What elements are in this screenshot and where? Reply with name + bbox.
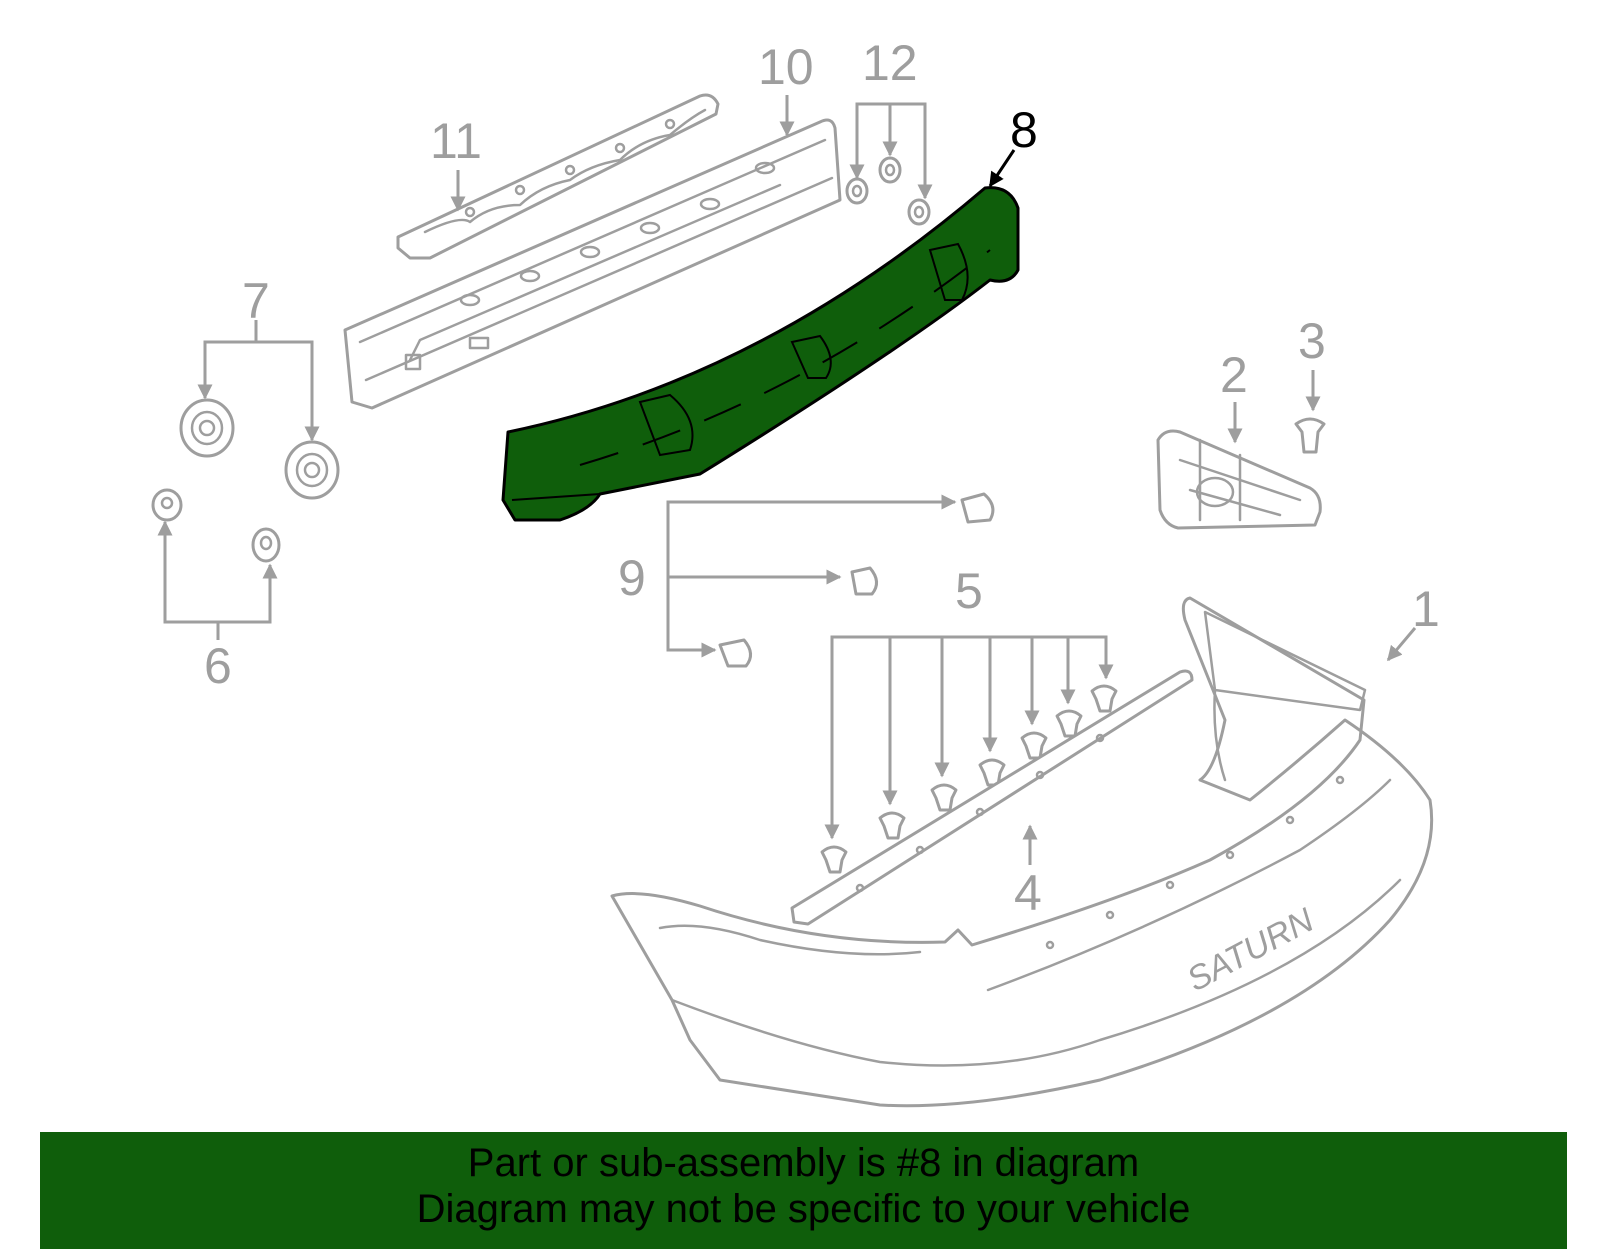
callout-10[interactable]: 10 xyxy=(758,39,814,95)
callout-3[interactable]: 3 xyxy=(1298,313,1326,369)
callout-9[interactable]: 9 xyxy=(618,550,646,606)
callout-2[interactable]: 2 xyxy=(1220,347,1248,403)
callout-1[interactable]: 1 xyxy=(1412,581,1440,637)
callout-labels: 10 12 8 11 7 3 2 9 5 1 6 4 xyxy=(204,35,1440,921)
part-4-retainer[interactable] xyxy=(790,669,1194,926)
part-6-plugs[interactable] xyxy=(151,488,281,563)
callout-12[interactable]: 12 xyxy=(862,35,918,91)
part-10-reinforcement[interactable] xyxy=(343,118,842,410)
part-8-energy-absorber[interactable] xyxy=(501,186,1020,522)
part-3-push-pin[interactable] xyxy=(1294,417,1326,454)
callout-8[interactable]: 8 xyxy=(1010,102,1038,158)
callout-4[interactable]: 4 xyxy=(1014,865,1042,921)
info-banner: Part or sub-assembly is #8 in diagram Di… xyxy=(40,1132,1567,1249)
banner-line-2: Diagram may not be specific to your vehi… xyxy=(416,1187,1191,1231)
callout-5[interactable]: 5 xyxy=(955,563,983,619)
part-9-fasteners[interactable] xyxy=(718,492,995,668)
banner-line-1: Part or sub-assembly is #8 in diagram xyxy=(467,1141,1140,1185)
callout-7[interactable]: 7 xyxy=(242,273,270,329)
part-1-bumper-cover[interactable]: SATURN xyxy=(610,596,1434,1108)
part-7-grommets[interactable] xyxy=(179,398,340,500)
callout-6[interactable]: 6 xyxy=(204,638,232,694)
callout-11[interactable]: 11 xyxy=(430,113,482,169)
part-12-nuts[interactable] xyxy=(845,156,931,226)
part-5-clips[interactable] xyxy=(820,684,1118,874)
part-11-bracket[interactable] xyxy=(396,93,720,260)
part-2-bracket[interactable] xyxy=(1156,429,1322,530)
leader-lines xyxy=(157,95,1417,865)
